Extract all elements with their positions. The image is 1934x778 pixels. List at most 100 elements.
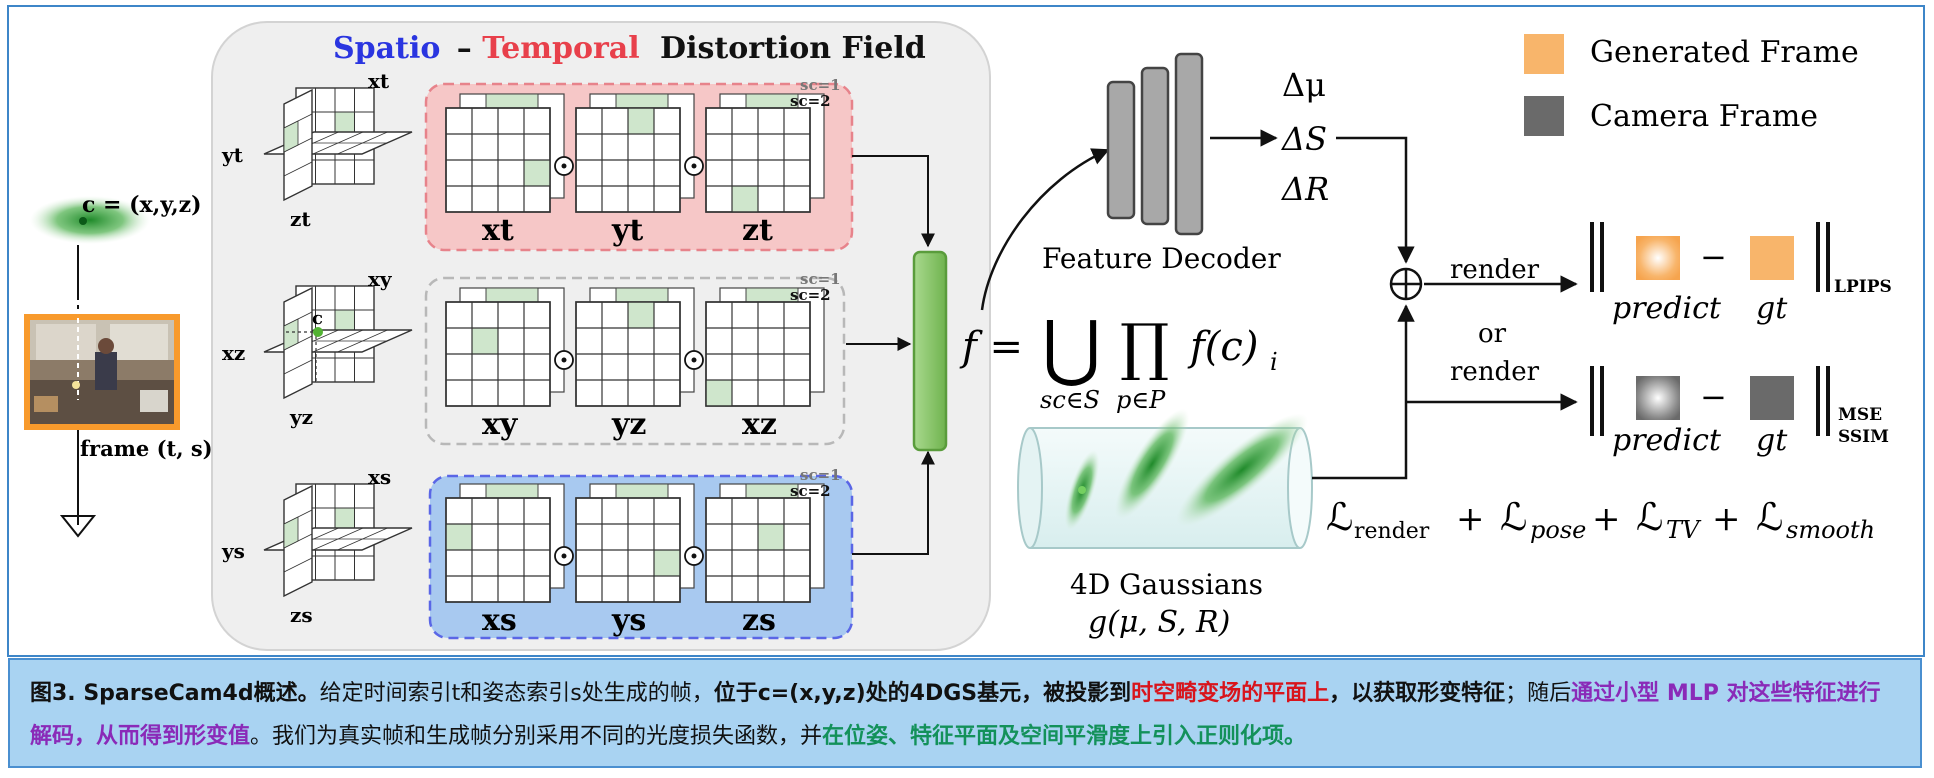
grid-plane-label: xz xyxy=(742,407,777,442)
loss-top-predict: predict xyxy=(1612,291,1722,326)
render-top-label: render xyxy=(1450,255,1540,285)
total-pose-sub: pose xyxy=(1530,516,1586,544)
title-spatio: Spatio xyxy=(333,31,440,66)
formula-term-sub: i xyxy=(1270,348,1278,376)
loss-bottom-metric-1: MSE xyxy=(1838,405,1882,425)
formula-f: f = xyxy=(959,324,1023,370)
caption-part-7: 通过小型 MLP 对这些特征进行解码，从而得到形变值 xyxy=(30,681,1881,749)
title-temporal: Temporal xyxy=(482,31,639,66)
loss-bottom-gt: gt xyxy=(1756,423,1788,458)
scale-label-sc1: sc=1 xyxy=(800,270,841,288)
legend-camera-label: Camera Frame xyxy=(1590,99,1818,134)
grid-plane-label: xs xyxy=(482,603,517,638)
title-dash: – xyxy=(457,31,472,66)
field-title: Spatio – Temporal Distortion Field xyxy=(333,31,926,66)
scale-label-sc1: sc=1 xyxy=(800,76,841,94)
output-delta-mu: Δμ xyxy=(1282,66,1326,104)
grid-plane-label: zs xyxy=(742,603,776,638)
render-bottom-label: render xyxy=(1450,357,1540,387)
grid-stack-row2: xy yz xz sc=1sc=2 xyxy=(445,270,841,442)
point-c-marker xyxy=(79,217,87,225)
plane-diagram-row3: xs ys zs xyxy=(221,465,413,627)
total-loss-expression: ℒ render + ℒ pose + ℒ TV + ℒ smooth xyxy=(1326,495,1875,544)
legend-generated-swatch xyxy=(1524,34,1564,74)
loss-top-gt: gt xyxy=(1756,291,1788,326)
feature-concat-bar xyxy=(912,250,948,452)
caption-part-2: 给定时间索引t和姿态索引s处生成的帧， xyxy=(319,681,714,706)
render-or-label: or xyxy=(1478,319,1507,349)
output-delta-r: ΔR xyxy=(1280,170,1329,208)
plane-axis-label: ys xyxy=(221,539,245,563)
gaussian-primitive-blob xyxy=(30,196,150,244)
total-plus-1: + xyxy=(1456,499,1485,539)
loss-bottom-minus: − xyxy=(1700,378,1727,416)
grid-plane-label: xy xyxy=(482,407,519,442)
caption-part-1: 图3. SparseCam4d概述。 xyxy=(30,681,320,706)
title-rest: Distortion Field xyxy=(660,31,926,66)
formula-prod-symbol: ∏ xyxy=(1120,310,1169,383)
total-L-smooth: ℒ xyxy=(1756,495,1783,539)
figure-border xyxy=(7,5,1925,657)
point-c-plane-label: c xyxy=(312,308,323,329)
total-L-render: ℒ xyxy=(1326,495,1353,539)
arrow-bar-to-decoder xyxy=(980,148,1110,311)
formula-union-symbol: ⋃ xyxy=(1042,305,1101,389)
plane-axis-label: xy xyxy=(368,267,393,291)
arrow-outputs-to-oplus xyxy=(1336,136,1415,264)
total-tv-sub: TV xyxy=(1666,516,1702,544)
plane-axis-label: xt xyxy=(368,69,390,93)
total-smooth-sub: smooth xyxy=(1786,516,1875,544)
plane-diagram-row2: xy xz yz c xyxy=(222,267,413,429)
formula-union-sub: sc∈S xyxy=(1040,386,1100,414)
frame-light-dot xyxy=(72,381,80,389)
plane-axis-label: xs xyxy=(368,465,391,489)
scale-label-sc2: sc=2 xyxy=(790,92,831,110)
grid-plane-label: yz xyxy=(611,407,646,442)
figure-caption: 图3. SparseCam4d概述。给定时间索引t和姿态索引s处生成的帧，位于c… xyxy=(8,658,1922,768)
predict-generated-swatch xyxy=(1636,236,1680,280)
arrow-row3-to-bar xyxy=(852,450,935,555)
gaussians-label: 4D Gaussians xyxy=(1070,568,1263,601)
predict-camera-swatch xyxy=(1636,376,1680,420)
loss-top-minus: − xyxy=(1700,238,1727,276)
caption-part-9: 在位姿、特征平面及空间平滑度上引入正则化项。 xyxy=(822,724,1307,749)
grid-plane-label: xt xyxy=(482,213,514,248)
legend-camera-swatch xyxy=(1524,96,1564,136)
plane-axis-label: yz xyxy=(289,405,313,429)
formula-term: f(c) xyxy=(1187,324,1258,370)
scale-label-sc2: sc=2 xyxy=(790,482,831,500)
grid-plane-label: yt xyxy=(611,213,643,248)
plane-axis-label: zt xyxy=(290,207,311,231)
plane-axis-label: xz xyxy=(222,341,245,365)
total-plus-3: + xyxy=(1712,499,1741,539)
feature-decoder-network xyxy=(1106,52,1204,236)
caption-part-4: 时空畸变场的平面上 xyxy=(1131,681,1330,706)
pipeline-diagram: Spatio – Temporal Distortion Field c = (… xyxy=(7,5,1925,657)
scale-label-sc2: sc=2 xyxy=(790,286,831,304)
scale-label-sc1: sc=1 xyxy=(800,466,841,484)
point-c-projection xyxy=(313,327,323,337)
gt-camera-swatch xyxy=(1750,376,1794,420)
plane-axis-label: yt xyxy=(221,143,244,167)
caption-part-8: 。我们为真实帧和生成帧分别采用不同的光度损失函数，并 xyxy=(250,724,823,749)
loss-bottom-metric-2: SSIM xyxy=(1838,427,1889,447)
caption-part-5: ，以获取形变特征 xyxy=(1329,681,1506,706)
gaussians-cylinder xyxy=(1017,408,1313,549)
legend-generated-label: Generated Frame xyxy=(1590,35,1859,70)
loss-bottom-predict: predict xyxy=(1612,423,1722,458)
plane-diagram-row1: xt yt zt xyxy=(221,69,413,231)
caption-part-6: ；随后 xyxy=(1505,681,1572,706)
caption-part-3: 位于c=(x,y,z)处的4DGS基元，被投影到 xyxy=(713,681,1132,706)
loss-mse-ssim: − MSE SSIM predict gt xyxy=(1590,366,1889,458)
frame-photo xyxy=(30,320,174,424)
output-delta-s: ΔS xyxy=(1280,120,1327,158)
arrow-gaussians-to-oplus xyxy=(1312,304,1415,480)
frame-label: frame (t, s) xyxy=(80,436,213,461)
arrow-row1-to-bar xyxy=(852,155,935,248)
gt-generated-swatch xyxy=(1750,236,1794,280)
plane-axis-label: zs xyxy=(290,603,313,627)
loss-lpips: − LPIPS predict gt xyxy=(1590,222,1892,326)
